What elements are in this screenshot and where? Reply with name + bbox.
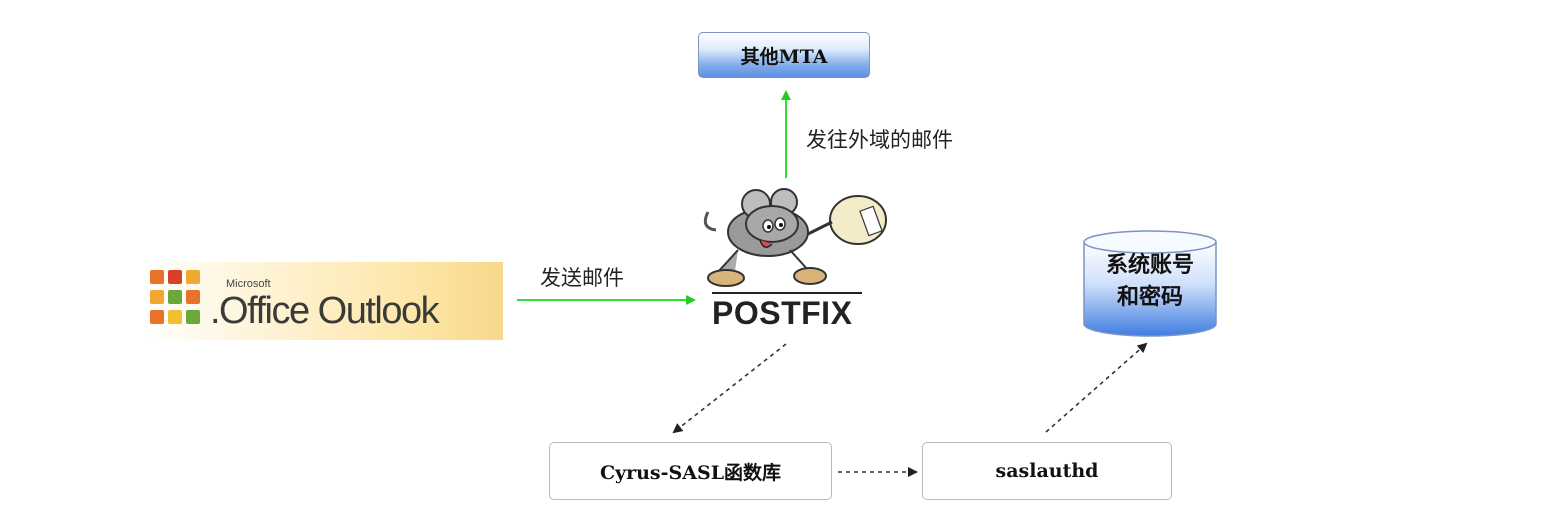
cyrus-sasl-label: Cyrus-SASL函数库 bbox=[599, 461, 782, 484]
edge-label-external-mail: 发往外域的邮件 bbox=[806, 128, 953, 152]
edge-label-send-mail: 发送邮件 bbox=[540, 266, 624, 290]
outlook-logo: Microsoft .Office Outlook bbox=[142, 262, 503, 340]
postfix-mouse-icon bbox=[703, 188, 887, 287]
other-mta-label: 其他MTA bbox=[740, 45, 828, 68]
outlook-product-label: .Office Outlook bbox=[210, 290, 440, 332]
database-label: 系统账号 和密码 bbox=[1080, 250, 1220, 314]
office-grid-icon bbox=[150, 270, 200, 324]
saslauthd-node: saslauthd bbox=[922, 442, 1172, 500]
cyrus-sasl-node: Cyrus-SASL函数库 bbox=[549, 442, 832, 500]
database-icon bbox=[1083, 230, 1217, 337]
database-label-line1: 系统账号 bbox=[1105, 253, 1194, 278]
outlook-brand-label: Microsoft bbox=[226, 278, 271, 290]
arrow-saslauthd-to-db bbox=[1045, 342, 1148, 433]
other-mta-node: 其他MTA bbox=[698, 32, 870, 78]
arrow-postfix-to-sasl bbox=[672, 343, 787, 434]
postfix-label: POSTFIX bbox=[712, 292, 862, 334]
saslauthd-label: saslauthd bbox=[995, 460, 1099, 482]
database-label-line2: 和密码 bbox=[1116, 285, 1183, 310]
